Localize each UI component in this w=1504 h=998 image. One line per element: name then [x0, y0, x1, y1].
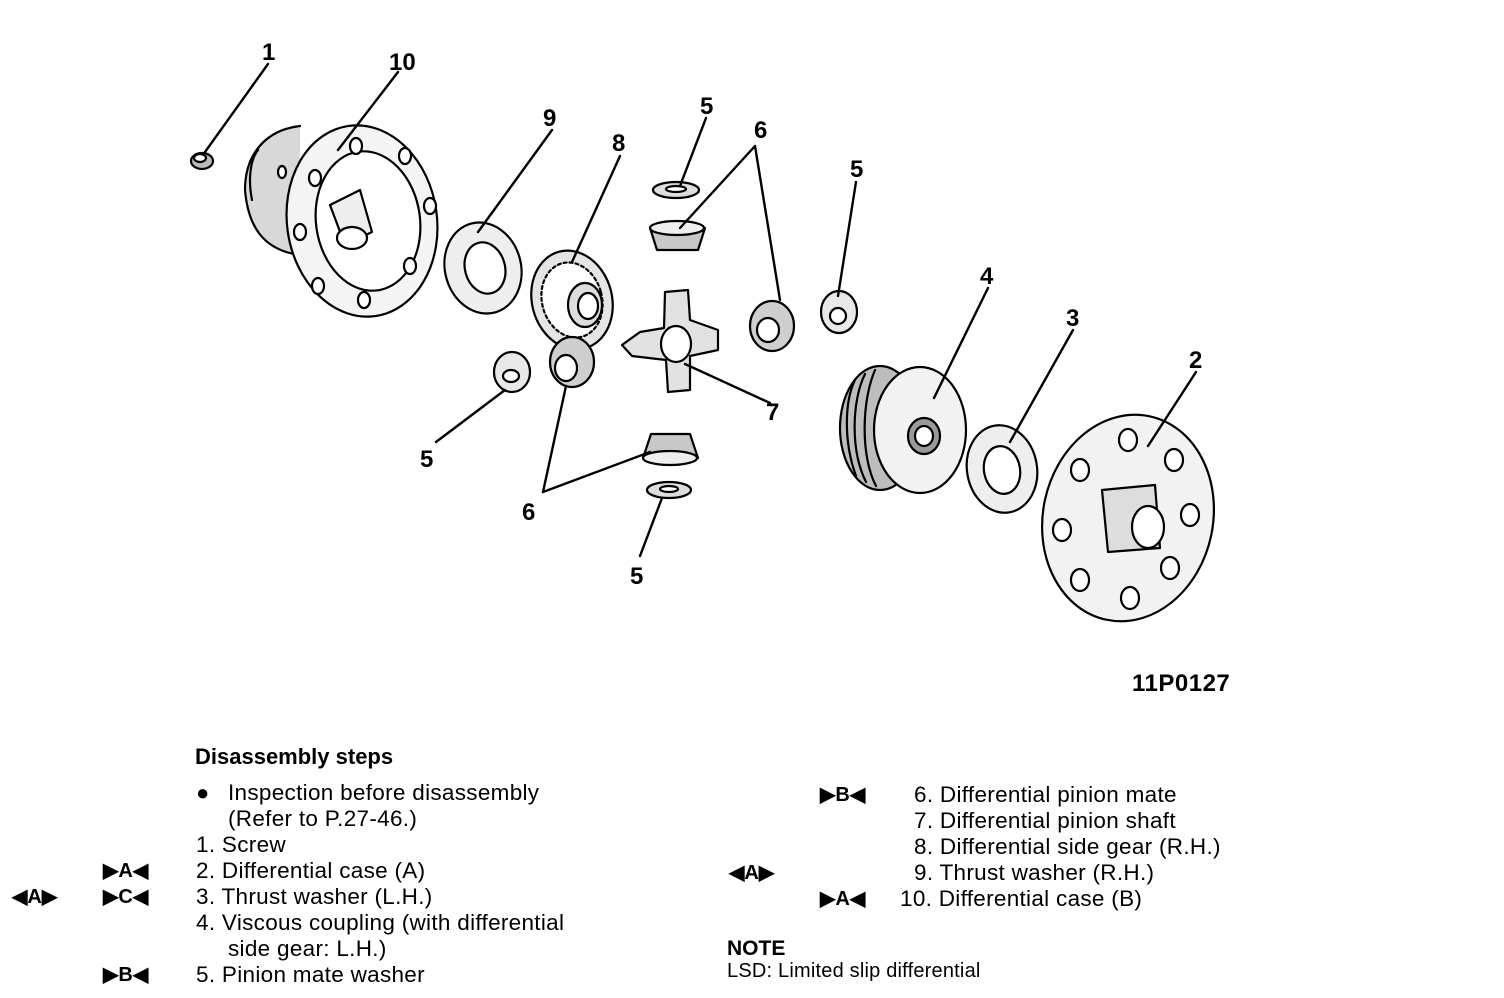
steps-title: Disassembly steps [195, 744, 394, 769]
step-2: 2. Differential case (A) [196, 858, 426, 883]
service-mark: ▶B◀ [103, 964, 149, 986]
step-1: 1. Screw [196, 832, 286, 857]
step-4-continuation: side gear: L.H.) [228, 936, 387, 961]
callout-6: 6 [754, 117, 767, 144]
differential-case-b-part [243, 124, 439, 318]
bullet-icon: ● [196, 780, 210, 805]
pinion-mate-part [748, 299, 796, 353]
step-3: 3. Thrust washer (L.H.) [196, 884, 433, 909]
note-heading: NOTE [727, 937, 786, 960]
callout-5: 5 [700, 93, 713, 120]
pinion-mate-washer-part [645, 480, 693, 500]
service-mark: ◀A▶ [12, 886, 58, 908]
screw-part [189, 151, 215, 171]
callout-7: 7 [766, 399, 779, 426]
differential-case-a-part [1040, 413, 1216, 623]
step-9: 9. Thrust washer (R.H.) [914, 860, 1155, 885]
side-gear-rh-part [530, 249, 614, 351]
callout-8: 8 [612, 130, 625, 157]
thrust-washer-rh-part [443, 221, 523, 315]
step-5: 5. Pinion mate washer [196, 962, 425, 987]
callout-10: 10 [389, 49, 416, 76]
inspection-step: Inspection before disassembly [228, 780, 540, 805]
figure-id: 11P0127 [1132, 670, 1231, 697]
step-10: 10. Differential case (B) [900, 886, 1143, 911]
service-mark: ▶B◀ [820, 784, 866, 806]
callout-9: 9 [543, 105, 556, 132]
pinion-shaft-part [620, 288, 720, 394]
pinion-mate-washer-part [651, 180, 701, 200]
step-4: 4. Viscous coupling (with differential [196, 910, 565, 935]
thrust-washer-lh-part [965, 424, 1039, 514]
step-7: 7. Differential pinion shaft [914, 808, 1176, 833]
service-mark: ▶C◀ [103, 886, 149, 908]
callout-5: 5 [420, 446, 433, 473]
leader-lines [203, 62, 1198, 558]
callout-6: 6 [522, 499, 535, 526]
pinion-mate-washer-part [492, 350, 532, 394]
service-mark: ▶A◀ [820, 888, 866, 910]
pinion-mate-washer-part [819, 289, 859, 335]
pinion-mate-part [548, 335, 596, 389]
callout-2: 2 [1189, 347, 1202, 374]
service-mark: ◀A▶ [729, 862, 775, 884]
note-text: LSD: Limited slip differential [727, 960, 981, 982]
step-6: 6. Differential pinion mate [914, 782, 1177, 807]
pinion-mate-part [641, 432, 700, 467]
service-mark: ▶A◀ [103, 860, 149, 882]
step-8: 8. Differential side gear (R.H.) [914, 834, 1221, 859]
callout-5: 5 [850, 156, 863, 183]
callout-1: 1 [262, 39, 275, 66]
exploded-view-diagram: 1 10 9 8 5 6 5 4 3 2 7 5 6 5 [189, 39, 1216, 623]
callout-3: 3 [1066, 305, 1079, 332]
callout-5: 5 [630, 563, 643, 590]
callout-4: 4 [980, 263, 994, 290]
inspection-reference: (Refer to P.27-46.) [228, 806, 418, 831]
viscous-coupling-part [838, 364, 968, 495]
pinion-mate-part [648, 219, 707, 252]
